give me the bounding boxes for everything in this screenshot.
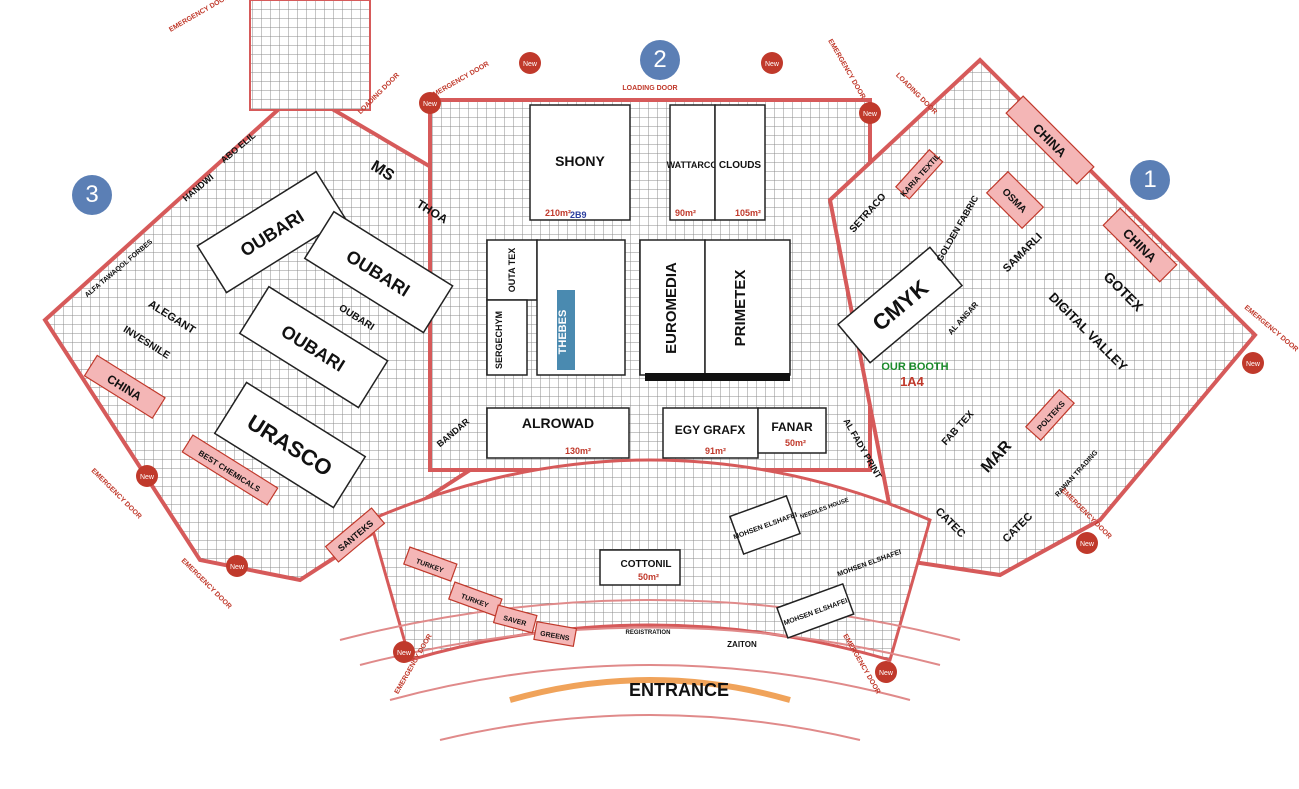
booth-egygrafx-area: 91m²	[705, 446, 726, 456]
booth-china-east-1[interactable]	[1005, 95, 1095, 185]
new-badge-7: New	[393, 641, 415, 663]
new-badge-5: New	[136, 465, 158, 487]
booth-clouds-label: CLOUDS	[719, 160, 762, 171]
new-badge-6: New	[226, 555, 248, 577]
booth-shony-area: 210m²	[545, 208, 571, 218]
booth-wattarco-area: 90m²	[675, 208, 696, 218]
svg-text:New: New	[140, 474, 155, 481]
booth-fanar[interactable]	[757, 407, 827, 454]
booth-thebes-banner	[557, 290, 575, 370]
booth-outatex-label: OUTA TEX	[507, 248, 517, 293]
booth-best-chemicals[interactable]	[181, 434, 279, 506]
new-badge-4: New	[859, 102, 881, 124]
svg-text:New: New	[1080, 541, 1095, 548]
booth-polteks[interactable]	[1024, 388, 1076, 442]
booth-cottonil[interactable]	[599, 549, 681, 586]
booth-osma[interactable]	[985, 170, 1045, 230]
hall-3-badge: 3	[72, 175, 112, 215]
emergency-door-label-6: EMERGENCY DOOR	[90, 467, 143, 520]
new-badge-8: New	[875, 661, 897, 683]
booth-alrowad-label: ALROWAD	[522, 415, 594, 431]
new-badge-1: New	[519, 52, 541, 74]
svg-text:New: New	[523, 61, 538, 68]
booth-oubari-1[interactable]	[196, 170, 347, 294]
loading-door-center-label: LOADING DOOR	[622, 85, 677, 92]
booth-wattarco[interactable]	[669, 104, 716, 221]
hall2-wall-bar	[645, 373, 790, 381]
booth-thebes-label: THEBES	[557, 310, 569, 355]
booth-turkey-1[interactable]	[403, 546, 458, 582]
booth-oubari-3[interactable]	[238, 285, 389, 409]
new-badge-3: New	[419, 92, 441, 114]
booth-outatex[interactable]	[486, 239, 538, 301]
booth-greens[interactable]	[533, 620, 578, 648]
new-badge-10: New	[1242, 352, 1264, 374]
booth-thebes[interactable]	[536, 239, 626, 376]
new-badge-9: New	[1076, 532, 1098, 554]
svg-text:New: New	[423, 101, 438, 108]
hall-2-badge: 2	[640, 40, 680, 80]
booth-cottonil-label: COTTONIL	[621, 559, 672, 570]
svg-text:New: New	[397, 650, 412, 657]
svg-text:New: New	[879, 670, 894, 677]
svg-text:New: New	[863, 111, 878, 118]
svg-text:New: New	[765, 61, 780, 68]
booth-primetex[interactable]	[704, 239, 791, 376]
our-booth-code: 1A4	[900, 374, 925, 389]
booth-euromedia-label: EUROMEDIA	[663, 262, 680, 354]
booth-cmyk[interactable]	[836, 246, 964, 364]
booth-shony[interactable]	[529, 104, 631, 221]
booth-mohsen-elshafei-1[interactable]	[729, 494, 801, 556]
booth-karia-textil[interactable]	[894, 148, 944, 200]
booth-sergechym-label: SERGECHYM	[494, 311, 504, 369]
svg-text:New: New	[230, 564, 245, 571]
booth-euromedia[interactable]	[639, 239, 706, 376]
booth-wattarco-label: WATTARCO	[667, 160, 718, 170]
booth-egygrafx[interactable]	[662, 407, 759, 459]
entrance-label: ENTRANCE	[629, 680, 729, 700]
loading-door-east-label: LOADING DOOR	[894, 72, 938, 116]
entrance-steps	[509, 677, 791, 703]
registration-label: REGISTRATION	[626, 630, 671, 636]
booth-zaiton-label: ZAITON	[727, 640, 757, 649]
booth-saver[interactable]	[492, 604, 538, 634]
booth-shony-code: 2B9	[570, 210, 587, 220]
booth-primetex-label: PRIMETEX	[732, 270, 749, 347]
booth-clouds[interactable]	[714, 104, 766, 221]
booth-alrowad-area: 130m²	[565, 446, 591, 456]
entrance-arcs	[339, 599, 961, 741]
booth-fanar-label: FANAR	[771, 420, 813, 434]
new-badge-2: New	[761, 52, 783, 74]
booth-santeks[interactable]	[324, 507, 386, 563]
booth-shony-label: SHONY	[555, 153, 605, 169]
svg-text:New: New	[1246, 361, 1261, 368]
emergency-door-label-2: EMERGENCY DOOR	[428, 61, 490, 101]
booth-sergechym[interactable]	[486, 299, 528, 376]
booth-mohsen-elshafei-2[interactable]	[776, 582, 855, 639]
booth-alrowad[interactable]	[486, 407, 630, 459]
booth-oubari-2[interactable]	[303, 210, 454, 334]
emergency-door-label-1: EMERGENCY DOOR	[168, 0, 230, 34]
emergency-door-label-3: EMERGENCY DOOR	[826, 38, 866, 100]
hall-1-badge: 1	[1130, 160, 1170, 200]
our-booth-title: OUR BOOTH	[881, 361, 948, 373]
booth-china-west[interactable]	[83, 354, 166, 420]
booth-urasco[interactable]	[213, 381, 367, 509]
booth-china-east-2[interactable]	[1102, 207, 1178, 283]
booth-egygrafx-label: EGY GRAFX	[675, 423, 745, 437]
booth-clouds-area: 105m²	[735, 208, 761, 218]
booth-cottonil-area: 50m²	[638, 572, 659, 582]
booth-fanar-area: 50m²	[785, 438, 806, 448]
